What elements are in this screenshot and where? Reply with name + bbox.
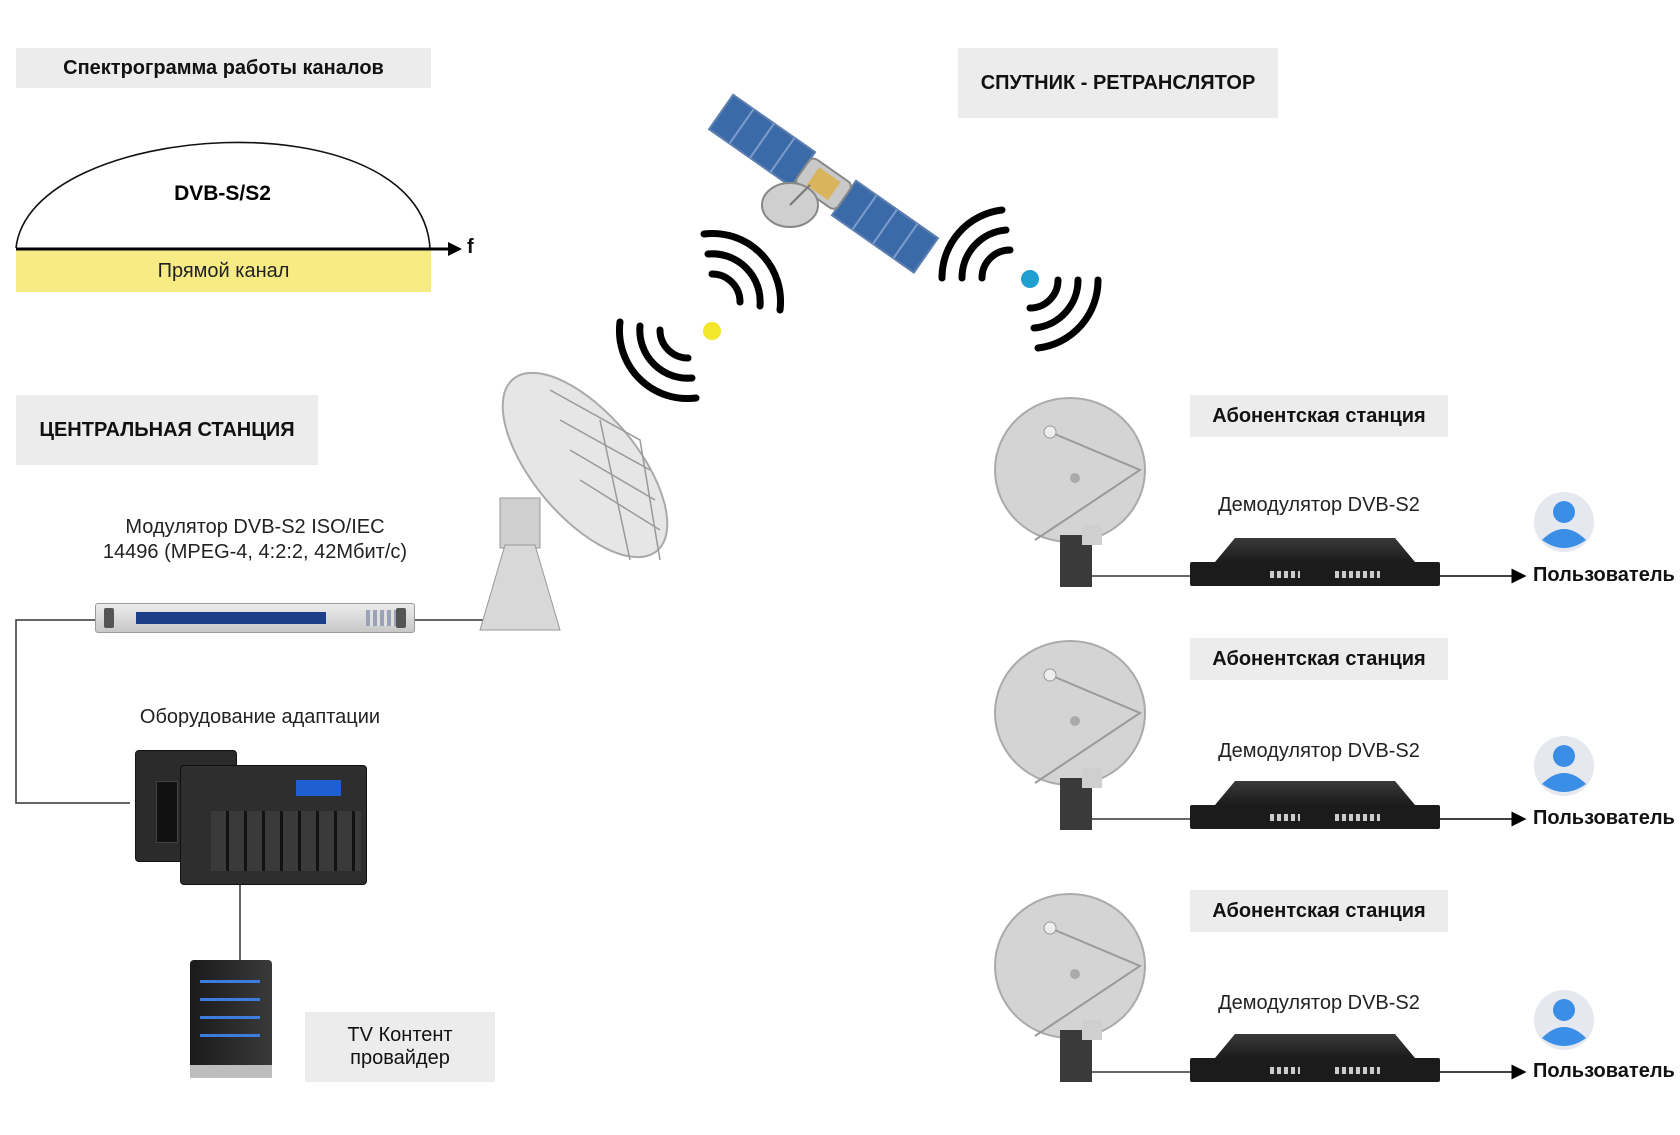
demodulator-label: Демодулятор DVB-S2 [1218,992,1420,1014]
adaptation-label: Оборудование адаптации [139,706,381,728]
modulator-label-line1: Модулятор DVB-S2 ISO/IEC [125,516,385,538]
central-title-box: ЦЕНТРАЛЬНАЯ СТАНЦИЯ [16,395,318,465]
modulator-device [95,603,415,633]
demodulator-device [1190,805,1440,829]
demodulator-device [1190,1058,1440,1082]
subscriber-title: Абонентская станция [1212,899,1426,922]
provider-box: TV Контент провайдер [305,1012,495,1082]
demodulator-top [1215,1034,1415,1058]
modulator-label-line2: 14496 (MPEG-4, 4:2:2, 42Мбит/с) [102,541,408,563]
demodulator-top [1215,538,1415,562]
subscriber-title: Абонентская станция [1212,404,1426,427]
spectrum-title-box: Спектрограмма работы каналов [16,48,431,88]
demodulator-label: Демодулятор DVB-S2 [1218,740,1420,762]
user-label: Пользователь [1533,1060,1675,1082]
subscriber-title-box: Абонентская станция [1190,638,1448,680]
adaptation-device [180,765,367,885]
subscriber-title-box: Абонентская станция [1190,395,1448,437]
satellite-title-box: СПУТНИК - РЕТРАНСЛЯТОР [958,48,1278,118]
satellite-title: СПУТНИК - РЕТРАНСЛЯТОР [980,71,1256,94]
provider-label-line2: провайдер [350,1047,450,1069]
subscriber-title: Абонентская станция [1212,647,1426,670]
frequency-axis-label: f [467,236,474,258]
demodulator-label: Демодулятор DVB-S2 [1218,494,1420,516]
user-label: Пользователь [1533,807,1675,829]
central-title: ЦЕНТРАЛЬНАЯ СТАНЦИЯ [39,418,295,441]
demodulator-device [1190,562,1440,586]
user-label: Пользователь [1533,564,1675,586]
channel-label: Прямой канал [157,260,290,282]
channel-band [16,250,431,292]
signal-label: DVB-S/S2 [174,182,271,205]
demodulator-top [1215,781,1415,805]
spectrum-title: Спектрограмма работы каналов [63,56,384,79]
provider-label-line1: TV Контент [347,1024,453,1046]
subscriber-title-box: Абонентская станция [1190,890,1448,932]
content-server [190,960,272,1078]
